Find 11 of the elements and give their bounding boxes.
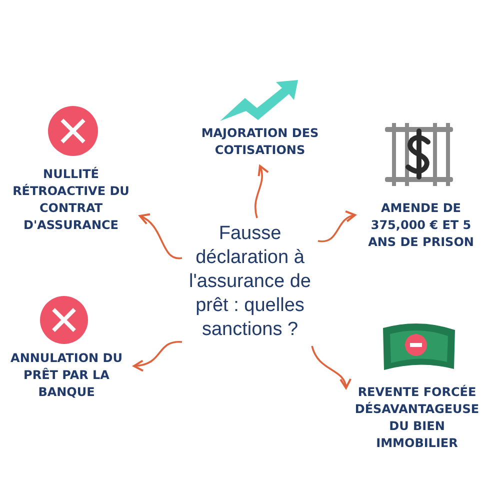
outcome-label: ANNULATION DU PRÊT PAR LA BANQUE	[0, 346, 133, 404]
curved-arrow	[318, 211, 356, 242]
curved-arrow	[311, 346, 350, 389]
curved-arrow	[254, 165, 269, 218]
outcome-label: AMENDE DE 375,000 € ET 5 ANS DE PRISON	[360, 197, 482, 253]
curved-arrow	[133, 341, 182, 372]
outcome-label: REVENTE FORCÉE DÉSAVANTAGEUSE DU BIEN IMMOBILIER	[352, 380, 482, 456]
curved-arrow	[139, 214, 182, 260]
outcome-label: MAJORATION DES COTISATIONS	[185, 122, 335, 162]
central-question: Fausse déclaration à l'assurance de prêt : quelles sanctions ?	[182, 218, 318, 346]
outcome-label: NULLITÉ RÉTROACTIVE DU CONTRAT D'ASSURANCE	[4, 160, 138, 240]
